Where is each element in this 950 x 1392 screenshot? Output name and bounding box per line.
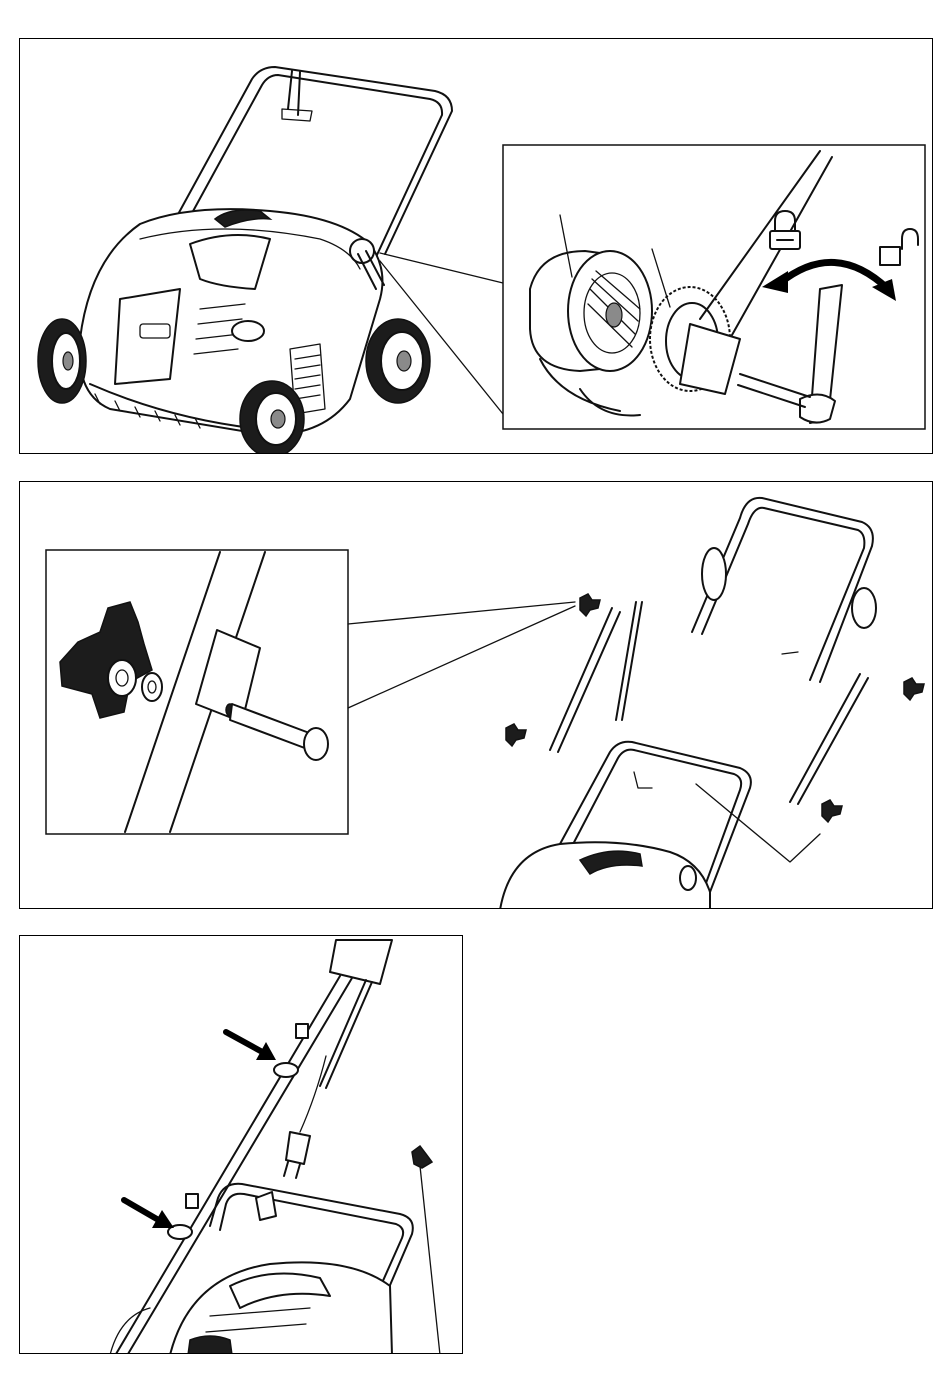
- knob-bolt-detail-inset: [46, 550, 348, 834]
- wheel-front-right: [240, 381, 304, 454]
- figure-1-panel: [19, 38, 933, 454]
- lever-detail-inset: [503, 145, 925, 429]
- figure-2-drawing: [20, 482, 933, 909]
- figure-3-panel: [19, 935, 463, 1354]
- figure-1-drawing: [20, 39, 933, 454]
- wheel-rear-right: [366, 319, 430, 403]
- wheel-front-left: [38, 319, 86, 403]
- cable-clip-illustration: [110, 940, 440, 1354]
- inset-leader-lines: [348, 602, 575, 708]
- arrow-icon: [124, 1200, 174, 1228]
- handle-assembly-illustration: [500, 498, 924, 909]
- arrow-icon: [226, 1032, 276, 1060]
- washer-icon: [142, 673, 162, 701]
- figure-3-drawing: [20, 936, 463, 1354]
- figure-2-panel: [19, 481, 933, 909]
- scarifier-illustration: [38, 67, 452, 454]
